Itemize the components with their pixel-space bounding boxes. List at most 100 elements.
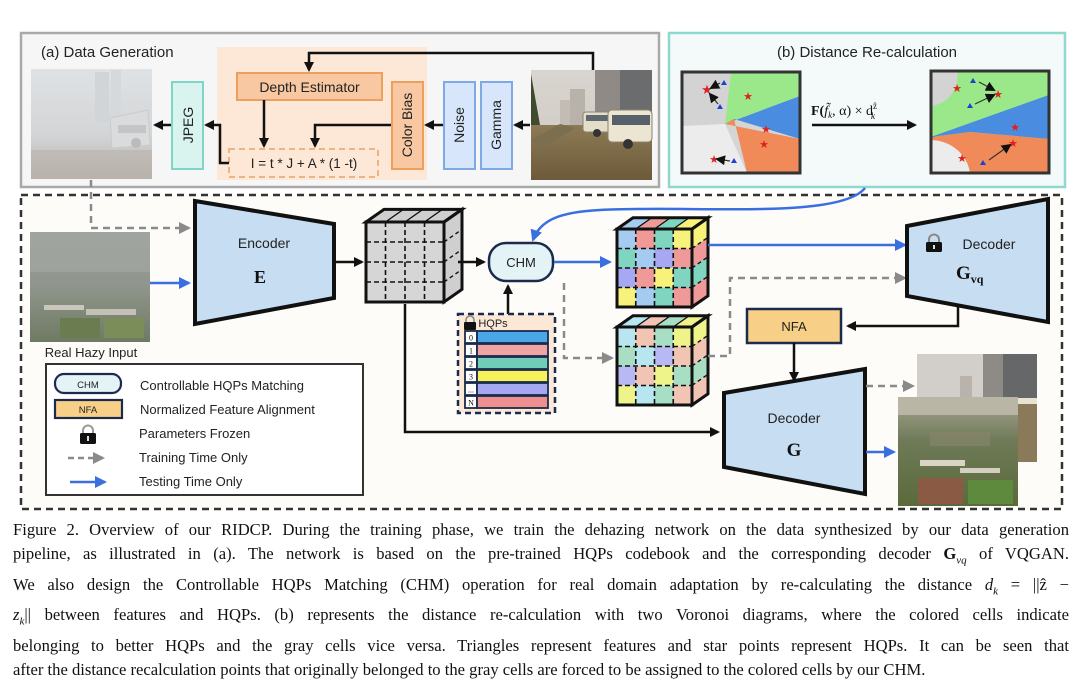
panel-a-title: (a) Data Generation [41,44,174,61]
hqp-code-vector [476,343,549,357]
cube-side-cell [692,256,708,288]
cube-cell [366,262,386,282]
depth-estimator-label: Depth Estimator [259,79,360,95]
cube-cell [673,248,692,268]
caption-line: Figure 2. Overview of our RIDCP. During … [13,520,1069,539]
decoder-g-label: Decoder [768,410,821,426]
cube-cell [673,287,692,307]
caption-line: after the distance recalculation points … [13,659,926,679]
cube-cell [366,222,386,242]
legend-item-label: Normalized Feature Alignment [140,402,315,417]
chm-block[interactable]: CHM [487,241,555,283]
cube-cell [617,248,636,268]
cube-cell [385,242,405,262]
legend-item-label: Controllable HQPs Matching [140,378,304,393]
legend-nfa-symbol-text: NFA [79,405,98,416]
training-arrow-to-decoder-vq [708,272,907,358]
hqp-star: ★ [957,153,967,165]
figure-diagram: (a) Data Generation JPEG Depth Estimator… [19,31,1067,511]
cube-cell [366,282,386,302]
cube-side-cell [692,315,708,347]
encoder-symbol: E [254,267,266,287]
cube-side-cell [444,249,462,282]
cube-cell [673,268,692,288]
hqp-code-vector [476,356,549,370]
cube-cell [654,287,674,307]
caption-line: pipeline, as illustrated in (a). The net… [13,544,1069,567]
hqp-index: 0 [469,334,473,343]
feature-triangle [980,160,986,165]
legend-chm-symbol-text: CHM [77,380,99,391]
cube-cell [635,248,655,268]
cube-cell [617,346,636,366]
cube-cell [635,229,655,249]
hqp-code-vector [476,395,549,409]
cube-cell [617,287,636,307]
cube-cell [405,242,425,262]
clear-source-image [531,70,653,180]
arrow-decoder-vq-to-nfa [846,306,960,331]
real-hazy-input-image [30,232,150,342]
hqp-row: N [464,395,549,409]
skip-arrow-features-to-decoder-g [403,304,720,437]
cube-cell [673,366,692,386]
jpeg-label: JPEG [180,107,196,144]
cube-cell [654,346,674,366]
cube-cell [385,262,405,282]
cube-cell [673,346,692,366]
cube-cell [635,287,655,307]
cube-cell [654,327,674,347]
legend: CHM Controllable HQPs Matching NFA Norma… [45,363,364,496]
color-bias-label: Color Bias [399,93,415,158]
voronoi-before: ★ ★ ★ ★ ★ [680,70,802,175]
cube-cell [424,262,444,282]
hqp-star: ★ [709,154,719,166]
cube-cell [405,262,425,282]
hqp-star: ★ [743,91,753,103]
encoder-block: Encoder E [193,198,336,327]
voronoi-after: ★ ★ ★ ★ ★ [929,69,1051,175]
hqp-index: 2 [469,360,473,369]
hqp-star: ★ [952,83,962,95]
cube-side-cell [692,374,708,405]
training-arrow-chm-to-quantized [562,283,614,364]
hqp-star: ★ [701,82,713,97]
encoder-label: Encoder [238,235,290,251]
cube-side-cell [692,335,708,366]
quantized-feature-cube-training [612,312,713,408]
legend-item-label: Parameters Frozen [139,426,250,441]
quantized-feature-cube-testing [612,214,713,310]
cube-cell [366,242,386,262]
panel-data-generation: (a) Data Generation JPEG Depth Estimator… [19,31,661,189]
cube-cell [635,385,655,405]
cube-cell [654,229,674,249]
hqp-star: ★ [759,139,769,151]
real-hazy-input-label: Real Hazy Input [45,345,138,360]
decoder-vq-label: Decoder [963,236,1016,252]
caption-line: belonging to better HQPs and the gray ce… [13,635,1069,655]
hqp-index: N [468,399,474,408]
cube-cell [405,222,425,242]
noise-label: Noise [451,107,467,143]
legend-chm-symbol [53,372,123,395]
caption-line: We also design the Controllable HQPs Mat… [13,574,1069,598]
cube-cell [405,282,425,302]
feature-triangle [721,80,727,85]
hqp-index: 3 [469,373,473,382]
cube-cell [617,229,636,249]
cube-cell [424,222,444,242]
cube-side-cell [692,237,708,268]
hqp-star: ★ [1010,122,1020,134]
cube-cell [654,268,674,288]
cube-cell [673,229,692,249]
formula-label: I = t * J + A * (1 -t) [251,156,358,171]
hqp-row: 0 [464,330,549,344]
decoder-vq-block: Decoder Gvq [905,196,1050,325]
depth-estimator-block: Depth Estimator [236,72,383,101]
cube-cell [385,282,405,302]
feature-triangle [717,104,723,109]
panel-a-arrows [153,51,595,165]
lock-icon [464,315,476,330]
nfa-block[interactable]: NFA [745,307,843,345]
